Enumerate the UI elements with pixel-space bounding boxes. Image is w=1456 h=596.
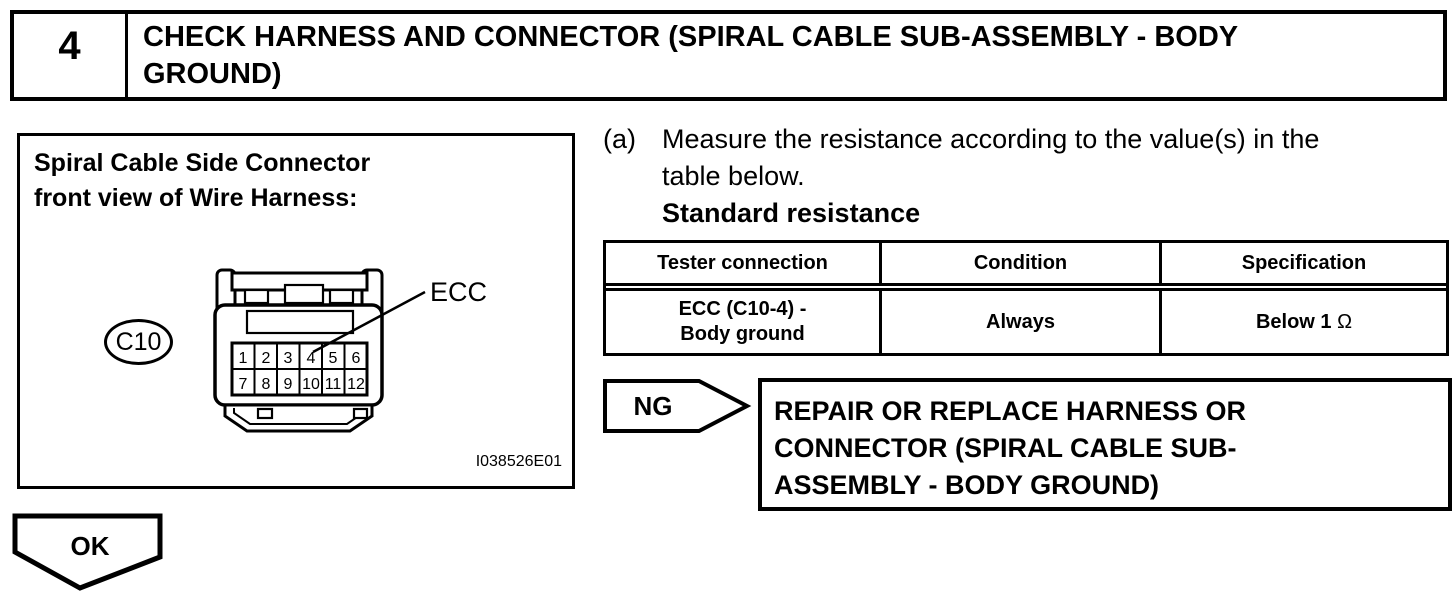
spec-table-data-row: ECC (C10-4) - Body ground Always Below 1…	[606, 291, 1446, 353]
spec-table-header-row: Tester connection Condition Specificatio…	[606, 243, 1446, 291]
pin-12: 12	[347, 376, 365, 393]
pin-11: 11	[325, 376, 342, 393]
ecc-callout-line	[312, 290, 426, 354]
pin-5: 5	[329, 350, 338, 367]
ok-arrow-shape	[12, 513, 163, 591]
pin-2: 2	[262, 350, 271, 367]
ng-action-line1: REPAIR OR REPLACE HARNESS OR	[774, 396, 1247, 426]
pin-7: 7	[239, 376, 248, 393]
instruction-line2: table below.	[662, 161, 805, 191]
pin-8: 8	[262, 376, 271, 393]
step-title: CHECK HARNESS AND CONNECTOR (SPIRAL CABL…	[128, 14, 1443, 97]
pin-3: 3	[284, 350, 293, 367]
connector-latch-bump-left	[243, 288, 270, 305]
step-title-line2: GROUND)	[143, 58, 282, 90]
connector-latch-bump-center	[283, 283, 325, 305]
connector-skirt	[223, 403, 374, 433]
step-header: 4 CHECK HARNESS AND CONNECTOR (SPIRAL CA…	[10, 10, 1447, 101]
ng-action-line3: ASSEMBLY - BODY GROUND)	[774, 470, 1160, 500]
spec-value: Below 1	[1255, 310, 1332, 333]
spec-header-condition: Condition	[882, 243, 1162, 283]
ng-arrow: NG	[603, 379, 752, 433]
figure-caption-line1: Spiral Cable Side Connector	[34, 149, 371, 177]
step-title-line1: CHECK HARNESS AND CONNECTOR (SPIRAL CABL…	[143, 21, 1239, 53]
instruction-subtitle: Standard resistance	[662, 198, 921, 228]
tester-connection-line2: Body ground	[680, 323, 805, 345]
connector-id-badge: C10	[104, 319, 173, 365]
pin-9: 9	[284, 376, 293, 393]
connector-recess	[245, 309, 355, 335]
ng-action-line2: CONNECTOR (SPIRAL CABLE SUB-	[774, 433, 1237, 463]
ok-arrow: OK	[12, 513, 163, 591]
spec-cell-condition: Always	[882, 291, 1162, 353]
connector-latch-bump-right	[328, 288, 355, 305]
ng-arrow-label: NG	[634, 391, 673, 421]
ng-action-box: REPAIR OR REPLACE HARNESS OR CONNECTOR (…	[758, 378, 1452, 511]
ok-arrow-label: OK	[71, 531, 110, 561]
instruction-line1: Measure the resistance according to the …	[662, 124, 1320, 154]
figure-caption: Spiral Cable Side Connector front view o…	[34, 146, 370, 216]
ng-arrow-shape	[603, 379, 752, 433]
ohm-symbol: Ω	[1337, 310, 1353, 333]
instruction-block: (a) Measure the resistance according to …	[603, 121, 1453, 232]
ecc-callout-label: ECC	[430, 277, 487, 307]
pin-1: 1	[239, 350, 248, 367]
spec-header-tester-connection: Tester connection	[606, 243, 882, 283]
connector-id-text: C10	[115, 327, 162, 356]
tester-connection-line1: ECC (C10-4) -	[678, 298, 807, 320]
pin-4: 4	[307, 350, 316, 367]
connector-skirt-slot-right	[352, 407, 369, 420]
instruction-text: Measure the resistance according to the …	[662, 121, 1319, 232]
pin-6: 6	[352, 350, 361, 367]
spec-cell-specification: Below 1 Ω	[1162, 291, 1446, 353]
figure-caption-line2: front view of Wire Harness:	[34, 184, 358, 212]
step-number: 4	[14, 14, 128, 97]
spec-header-specification: Specification	[1241, 251, 1367, 274]
connector-diagram: 1 2 3 4 5 6 7 8 9 10 11 12 ECC	[213, 268, 487, 433]
step-number-text: 4	[58, 24, 81, 68]
spec-cell-tester-connection: ECC (C10-4) - Body ground	[606, 291, 882, 353]
spec-table: Tester connection Condition Specificatio…	[603, 240, 1449, 356]
instruction-list-marker: (a)	[603, 124, 636, 154]
connector-figure-box: Spiral Cable Side Connector front view o…	[17, 133, 575, 489]
pin-10: 10	[302, 376, 320, 393]
figure-id: I038526E01	[475, 453, 562, 470]
connector-skirt-slot-left	[256, 407, 274, 420]
